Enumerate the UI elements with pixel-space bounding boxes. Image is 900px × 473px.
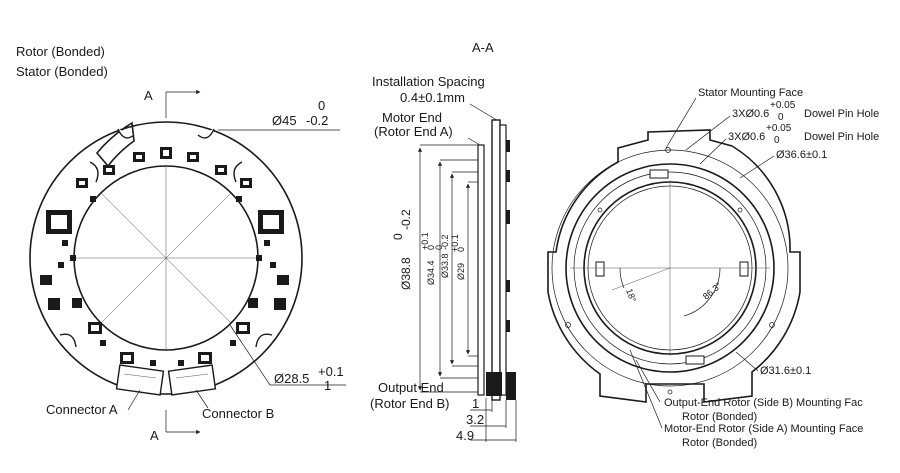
dia-31-6: Ø31.6±0.1 — [760, 365, 811, 377]
angle-arc-left — [619, 267, 625, 289]
dowel2-tol-upper: +0.05 — [766, 123, 792, 134]
section-view: A-A Installation Spacing 0.4±0.1mm Motor… — [370, 40, 517, 443]
dia-36-6: Ø36.6±0.1 — [776, 149, 827, 161]
output-end-label: Output End — [378, 380, 444, 395]
dia3-tol-upper: 0 — [434, 245, 444, 250]
dowel1-tol-lower: 0 — [778, 112, 784, 123]
inner-dia-tol-lower: 1 — [324, 378, 331, 393]
dia3-value: Ø33.8 — [440, 253, 450, 278]
board-notches — [59, 128, 273, 348]
dia4-value: Ø29 — [456, 263, 466, 280]
rear-centre-lines — [570, 180, 770, 356]
motor-end-label: Motor End — [382, 110, 442, 125]
rotor-b-block — [486, 372, 502, 396]
connector-pins — [123, 373, 209, 379]
output-end-sub: (Rotor End B) — [370, 396, 449, 411]
motor-rotor-bonded: Rotor (Bonded) — [682, 437, 757, 449]
rotor-outer-ring — [565, 163, 775, 373]
output-rotor-face: Output-End Rotor (Side B) Mounting Fac — [664, 397, 863, 409]
dowel1-tol-upper: +0.05 — [770, 100, 796, 111]
connector-profile — [506, 372, 516, 400]
dowel1-prefix: 3XØ0.6 — [732, 108, 769, 120]
output-rotor-bonded: Rotor (Bonded) — [682, 411, 757, 423]
board-plate — [491, 119, 501, 401]
motor-rotor-face: Motor-End Rotor (Side A) Mounting Face — [664, 423, 863, 435]
stator-label: Stator (Bonded) — [16, 64, 108, 79]
dowel2-tol-lower: 0 — [774, 135, 780, 146]
dia-31-6-leader — [735, 351, 759, 372]
section-title: A-A — [472, 40, 494, 55]
dim-1: 1 — [472, 396, 479, 411]
inner-dia-tol-upper: +0.1 — [318, 364, 344, 379]
dia1-tol-lower: -0.2 — [399, 209, 413, 230]
section-dimension-text: Ø38.8 0 -0.2 Ø34.4 +0.1 0 Ø33.8 0 -0.2 Ø… — [391, 209, 466, 290]
spacing-value: 0.4±0.1mm — [400, 90, 465, 105]
rotor-leaders — [629, 349, 663, 429]
angle-right-label: 86.3° — [701, 280, 724, 301]
rotor-a-plate — [477, 144, 485, 396]
section-component-bumps — [506, 140, 510, 332]
connector-a-label: Connector A — [46, 402, 118, 417]
stator-face-label: Stator Mounting Face — [698, 87, 803, 99]
stator-inner-ring — [551, 149, 789, 387]
dia2-tol-upper: +0.1 — [420, 232, 430, 250]
dia3-tol-lower: -0.2 — [440, 234, 450, 250]
dowel1-label: Dowel Pin Hole — [804, 108, 879, 120]
outer-dia-value: Ø45 — [272, 113, 297, 128]
rotor-label: Rotor (Bonded) — [16, 44, 105, 59]
dia1-value: Ø38.8 — [399, 257, 413, 290]
angle-left-label: 18° — [624, 287, 638, 304]
inner-dia-leader — [229, 324, 271, 386]
dowel2-prefix: 3XØ0.6 — [728, 131, 765, 143]
motor-end-sub: (Rotor End A) — [374, 124, 453, 139]
dia4-tol-upper: +0.1 — [450, 234, 460, 252]
rotor-tabs — [595, 169, 749, 365]
dim-3-2: 3.2 — [466, 412, 484, 427]
outer-dia-tol-upper: 0 — [318, 98, 325, 113]
spacing-leader — [469, 103, 501, 123]
connector-b-body — [167, 364, 217, 396]
connector-b-leader — [195, 389, 209, 409]
outer-dia-tol-lower: -0.2 — [306, 113, 328, 128]
stator-face-leader — [665, 97, 697, 149]
spacing-label: Installation Spacing — [372, 74, 485, 89]
dowel-holes — [565, 147, 775, 395]
connector-b-label: Connector B — [202, 406, 274, 421]
board-outline — [95, 121, 135, 168]
dowel1-leader — [685, 115, 731, 151]
inner-dia-value: Ø28.5 — [274, 371, 309, 386]
dim-4-9: 4.9 — [456, 428, 474, 443]
stator-outline — [547, 129, 801, 403]
dia2-value: Ø34.4 — [426, 260, 436, 285]
angle-arc-right — [683, 267, 721, 317]
dowel2-label: Dowel Pin Hole — [804, 131, 879, 143]
connector-a-leader — [127, 389, 141, 411]
connector-a-body — [115, 364, 165, 396]
thickness-dims — [470, 398, 517, 442]
motor-end-leader — [467, 137, 481, 146]
dia2-tol-lower: 0 — [426, 245, 436, 250]
front-view: Rotor (Bonded) Stator (Bonded) A A — [16, 44, 346, 443]
stator-plate — [499, 124, 507, 396]
dia4-tol-lower: 0 — [456, 247, 466, 252]
board-outer-edge — [29, 121, 303, 395]
section-mark-bottom: A — [150, 428, 159, 443]
rear-view: Stator Mounting Face 3XØ0.6 +0.05 0 Dowe… — [547, 87, 879, 449]
section-mark-top: A — [144, 88, 153, 103]
centre-lines — [74, 166, 258, 350]
dia1-tol-upper: 0 — [391, 233, 405, 240]
section-dimension-lines — [417, 144, 478, 393]
smd-components — [40, 147, 289, 366]
